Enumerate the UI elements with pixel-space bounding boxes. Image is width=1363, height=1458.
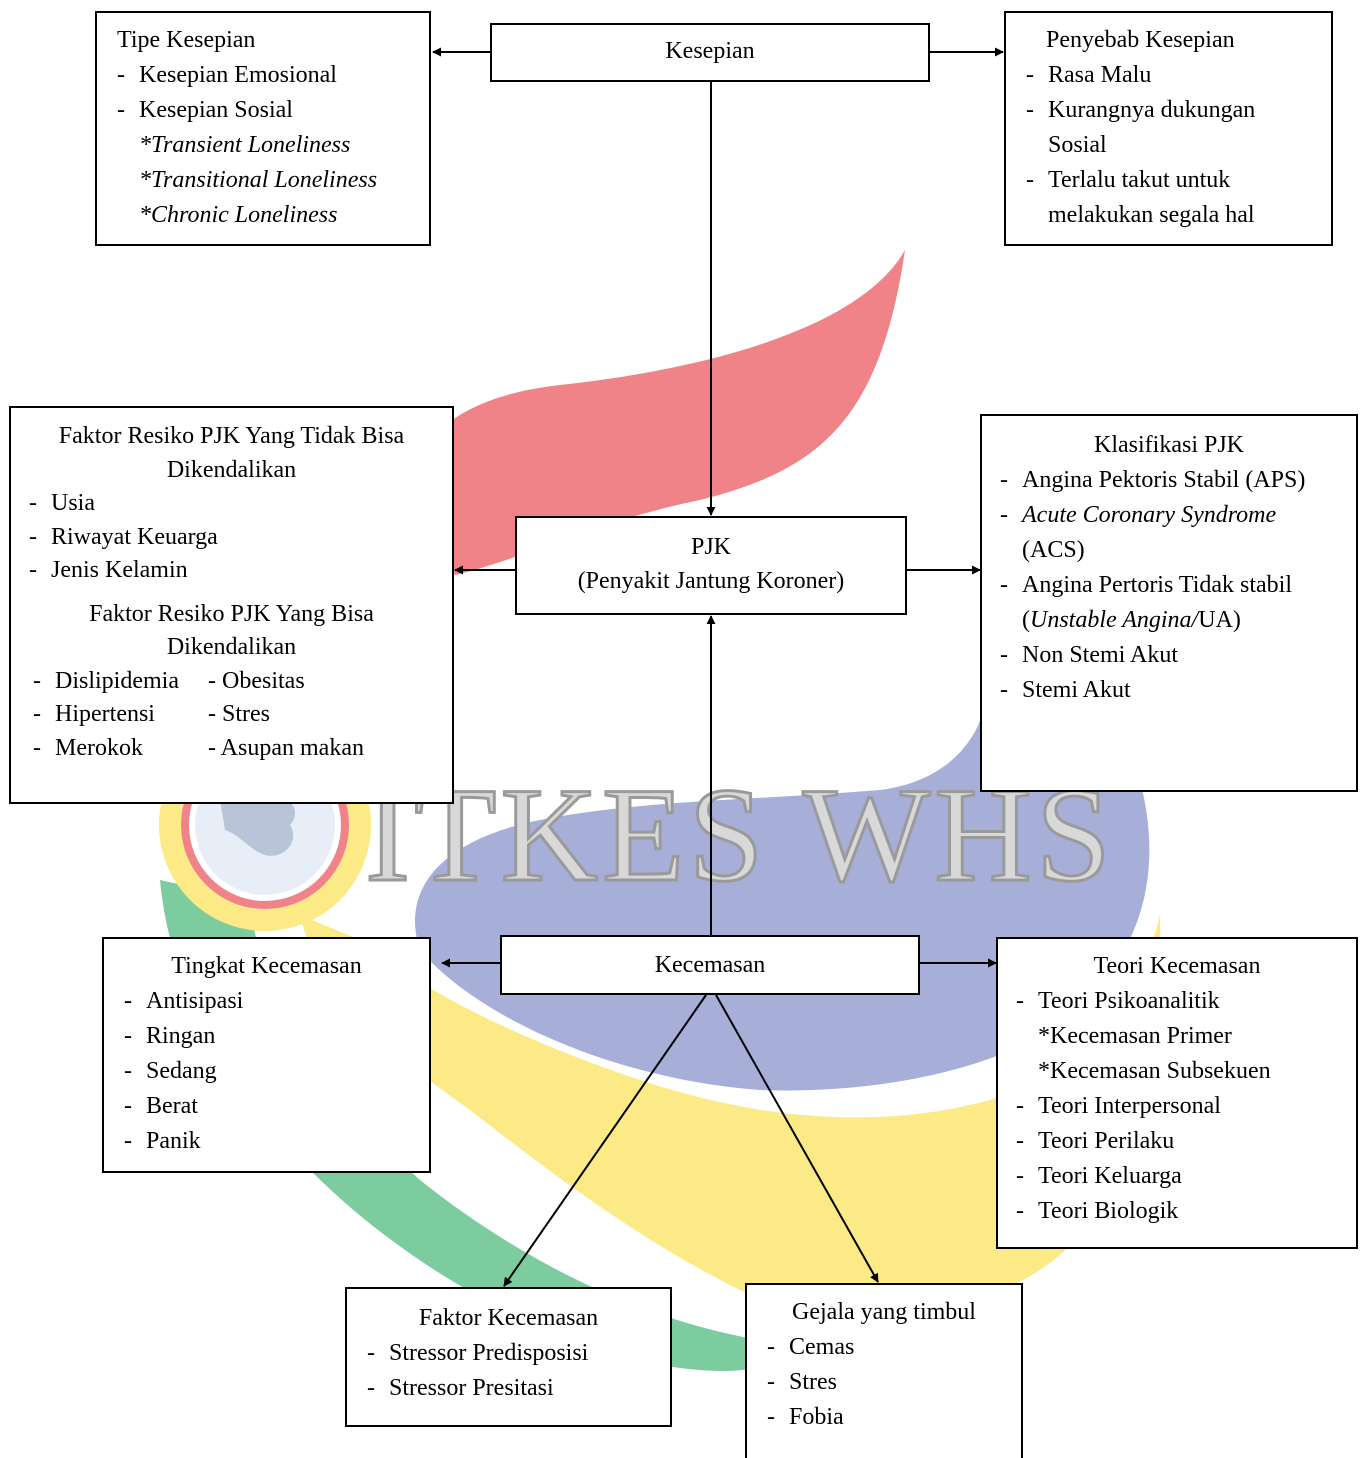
- list-item: -Teori Interpersonal: [1016, 1093, 1221, 1119]
- teori-kecemasan-title: Teori Kecemasan: [1093, 953, 1261, 979]
- list-item: -Jenis Kelamin: [29, 557, 188, 583]
- list-item: -Stressor Predisposisi: [367, 1340, 589, 1366]
- faktor-kecemasan-title: Faktor Kecemasan: [418, 1305, 599, 1331]
- list-item: -Ringan: [124, 1023, 216, 1049]
- list-item: -Stemi Akut: [1000, 677, 1131, 703]
- list-item: -Stres: [767, 1369, 837, 1395]
- list-item-continuation: melakukan segala hal: [1048, 202, 1255, 228]
- gejala-title: Gejala yang timbul: [792, 1299, 976, 1325]
- list-item: -Angina Pektoris Stabil (APS): [1000, 467, 1306, 493]
- list-item: -Fobia: [767, 1404, 844, 1430]
- penyebab-kesepian-title: Penyebab Kesepian: [1046, 27, 1235, 53]
- gejala-box: Gejala yang timbul -Cemas -Stres -Fobia: [745, 1283, 1023, 1458]
- list-subitem: *Chronic Loneliness: [139, 202, 338, 228]
- list-subitem: *Transient Loneliness: [139, 132, 351, 158]
- list-item: -Merokok: [33, 734, 143, 761]
- tipe-kesepian-title: Tipe Kesepian: [117, 27, 256, 53]
- faktor-resiko-title-b: Faktor Resiko PJK Yang Bisa Dikendalikan: [89, 600, 374, 661]
- list-item: -Antisipasi: [124, 988, 244, 1014]
- list-item: -Stressor Presitasi: [367, 1375, 554, 1401]
- faktor-kecemasan-box: Faktor Kecemasan -Stressor Predisposisi …: [345, 1287, 672, 1427]
- tipe-kesepian-box: Tipe Kesepian -Kesepian Emosional -Kesep…: [95, 11, 431, 246]
- list-item: -Teori Perilaku: [1016, 1128, 1175, 1154]
- list-item-continuation: (ACS): [1022, 537, 1085, 563]
- list-item: -Teori Biologik: [1016, 1198, 1179, 1224]
- faktor-resiko-list-b: -Dislipidemia - Obesitas -Hipertensi - S…: [33, 665, 452, 766]
- faktor-resiko-title-a: Faktor Resiko PJK Yang Tidak Bisa Dikend…: [58, 423, 405, 483]
- pjk-label: PJK: [690, 534, 732, 560]
- list-item: - Obesitas: [208, 667, 305, 694]
- list-item-continuation: Sosial: [1048, 132, 1107, 158]
- kecemasan-node: Kecemasan: [500, 935, 920, 995]
- watermark-text: ITKES WHS: [365, 761, 1115, 910]
- pjk-node: PJK (Penyakit Jantung Koroner): [515, 516, 907, 615]
- list-item: - Stres: [208, 701, 270, 727]
- teori-kecemasan-box: Teori Kecemasan -Teori Psikoanalitik *Ke…: [996, 937, 1358, 1249]
- list-item: -Panik: [124, 1128, 201, 1154]
- list-item: -Berat: [124, 1093, 198, 1119]
- list-subitem: *Transitional Loneliness: [139, 167, 378, 193]
- list-item: -Kesepian Emosional: [117, 62, 337, 88]
- watermark-red-swoosh: [420, 250, 905, 575]
- list-item: -Kurangnya dukungan: [1026, 97, 1256, 123]
- list-item: -Angina Pertoris Tidak stabil: [1000, 572, 1293, 598]
- watermark-yellow-swoosh: [300, 915, 1163, 1315]
- list-item: -Non Stemi Akut: [1000, 642, 1179, 668]
- list-item: -Terlalu takut untuk: [1026, 167, 1231, 193]
- list-item: -Riwayat Keuarga: [29, 523, 218, 550]
- kecemasan-label: Kecemasan: [654, 952, 766, 978]
- list-item: -Sedang: [124, 1058, 217, 1084]
- list-item: -Kesepian Sosial: [117, 97, 293, 123]
- kesepian-node: Kesepian: [490, 23, 930, 82]
- faktor-resiko-box: Faktor Resiko PJK Yang Tidak Bisa Dikend…: [9, 406, 454, 804]
- list-item: -Usia: [29, 490, 95, 516]
- arrow-kecemasan-to-faktor: [503, 994, 707, 1287]
- klasifikasi-pjk-box: Klasifikasi PJK -Angina Pektoris Stabil …: [980, 414, 1358, 792]
- tingkat-kecemasan-box: Tingkat Kecemasan -Antisipasi -Ringan -S…: [102, 937, 431, 1173]
- kesepian-label: Kesepian: [665, 38, 755, 64]
- penyebab-kesepian-box: Penyebab Kesepian -Rasa Malu -Kurangnya …: [1004, 11, 1333, 246]
- tingkat-kecemasan-title: Tingkat Kecemasan: [171, 953, 362, 979]
- list-item: -Rasa Malu: [1026, 62, 1152, 88]
- list-subitem: *Kecemasan Primer: [1038, 1023, 1232, 1049]
- list-item: -Teori Keluarga: [1016, 1163, 1182, 1189]
- list-item: -Dislipidemia: [33, 667, 179, 694]
- list-item: - Asupan makan: [208, 734, 364, 761]
- pjk-fullname: (Penyakit Jantung Koroner): [577, 568, 845, 594]
- watermark-globe-land: [220, 796, 295, 856]
- list-item: -Cemas: [767, 1334, 855, 1360]
- list-item: -Acute Coronary Syndrome: [1000, 502, 1277, 528]
- list-item-continuation: (Unstable Angina/UA): [1022, 607, 1241, 633]
- arrow-kecemasan-to-gejala: [715, 994, 879, 1283]
- list-item: -Teori Psikoanalitik: [1016, 988, 1220, 1014]
- klasifikasi-pjk-title: Klasifikasi PJK: [1094, 432, 1244, 458]
- list-item: -Hipertensi: [33, 701, 155, 727]
- list-subitem: *Kecemasan Subsekuen: [1038, 1058, 1271, 1084]
